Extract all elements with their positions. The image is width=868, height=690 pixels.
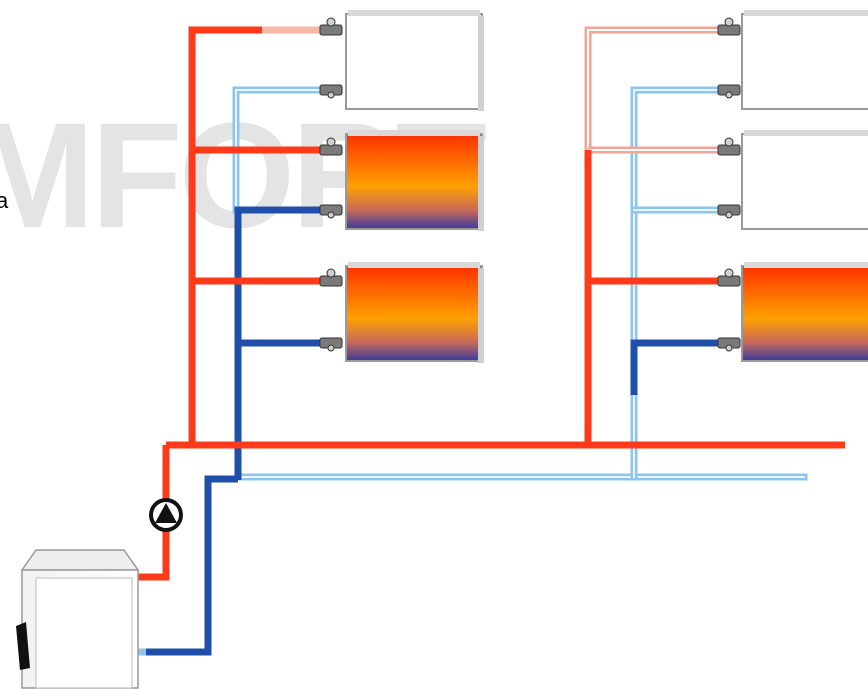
valve-icon xyxy=(319,17,741,352)
supply-pipes-cold xyxy=(260,26,722,154)
supply-riser-right-upper-inner xyxy=(587,29,722,150)
boiler-icon xyxy=(16,549,140,689)
return-pipes-warm xyxy=(146,206,722,656)
return-right-warm-branch3 xyxy=(630,339,722,395)
radiator-right-3 xyxy=(741,262,868,362)
return-riser-left-top-inner xyxy=(235,89,325,211)
radiator-left-3 xyxy=(345,262,484,363)
edge-text: a xyxy=(0,188,9,213)
radiator-right-2 xyxy=(741,130,868,230)
supply-from-boiler xyxy=(138,445,170,581)
supply-riser-left xyxy=(188,26,262,445)
return-to-boiler xyxy=(146,475,238,656)
radiator-right-1 xyxy=(741,10,868,110)
supply-pipes-hot xyxy=(138,26,845,581)
return-left-warm xyxy=(234,206,324,480)
radiator-left-2 xyxy=(345,130,484,231)
pump-icon xyxy=(149,498,183,532)
return-pipes-cold xyxy=(134,86,808,656)
radiator-left-1 xyxy=(345,10,484,111)
